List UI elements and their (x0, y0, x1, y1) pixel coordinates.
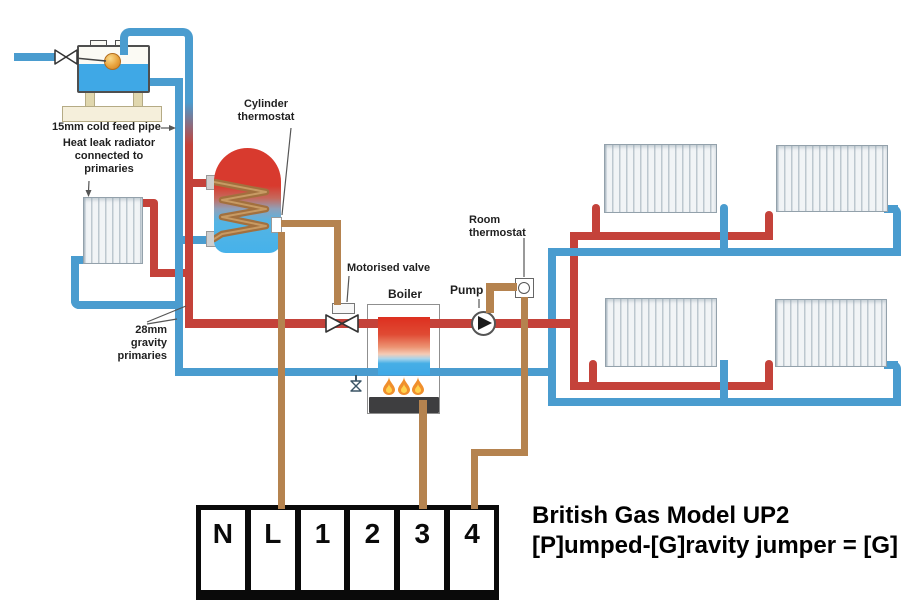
heating-coil (210, 178, 270, 243)
drain-cock-icon (350, 380, 362, 392)
flow-pipe-heatleak-stub (138, 199, 154, 207)
label-text: Motorised valve (347, 262, 431, 274)
terminal-label: 1 (314, 518, 331, 549)
return-stub-rad-top-right (884, 205, 898, 213)
wire-pump-to-roomstat (486, 283, 517, 291)
wire-boiler-to-terminal-3 (419, 400, 427, 509)
radiator-top-right (776, 145, 888, 212)
motorised-valve-actuator (332, 303, 355, 314)
wire-cylstat-to-valve-drop (334, 220, 341, 305)
hot-water-cylinder (210, 148, 281, 253)
cold-feed-tank-exit (148, 78, 183, 86)
wire-roomstat-jog (471, 449, 528, 456)
label-motorised-valve: Motorised valve (347, 262, 430, 275)
terminal-label: L (264, 518, 282, 549)
label-text: Room (469, 214, 501, 226)
flame-icon (383, 377, 395, 395)
heat-leak-radiator (83, 197, 143, 264)
pump-direction-icon (478, 316, 492, 330)
label-text: thermostat (469, 227, 526, 239)
flow-riser-rad-top-left (592, 204, 600, 240)
flow-riser-rad-bottom-right (765, 360, 773, 390)
label-pump: Pump (450, 284, 483, 297)
flow-pipe-right-riser (570, 232, 578, 390)
wire-cylstat-to-terminal-L (278, 232, 285, 509)
pointer-heat-leak (87, 180, 90, 192)
float-ball (104, 53, 121, 70)
label-heat-leak: Heat leak radiator connected to primarie… (56, 137, 162, 176)
label-cold-feed: 15mm cold feed pipe (52, 121, 161, 134)
flow-pipe-bottom-run (570, 382, 770, 390)
cold-feed-down-pipe (175, 78, 183, 376)
flame-icon (398, 377, 410, 395)
label-room-thermostat: Room thermostat (469, 214, 526, 240)
label-text: connected to (74, 150, 144, 162)
label-text: primaries (117, 350, 167, 362)
return-heatleak-run (71, 301, 183, 309)
terminal-cell-L: L (250, 510, 295, 590)
caption-line1: British Gas Model UP2 (532, 502, 790, 529)
label-cylinder-thermostat: Cylinder thermostat (229, 98, 303, 124)
return-cylinder-tee (175, 236, 214, 244)
wire-pump-riser (486, 283, 494, 313)
label-text: primaries (84, 163, 134, 175)
label-gravity-primaries: 28mm gravity primaries (105, 324, 167, 363)
return-corner-rad-bottom-right (893, 361, 901, 406)
label-text: 15mm cold feed pipe (52, 121, 161, 133)
label-text: gravity (130, 337, 167, 349)
wire-to-terminal-4 (471, 449, 478, 509)
terminal-cell-1: 1 (300, 510, 345, 590)
return-riser-rad-top-left (720, 204, 728, 256)
flow-riser-rad-bottom-left (589, 360, 597, 390)
flow-pipe-top-run (570, 232, 770, 240)
wire-cylstat-to-valve-horizontal (281, 220, 341, 227)
boiler-heat-exchanger (378, 317, 430, 375)
label-text: Heat leak radiator (62, 137, 156, 149)
radiator-top-left (604, 144, 717, 213)
label-text: 28mm (135, 324, 167, 336)
caption-line2: [P]umped-[G]ravity jumper = [G] (532, 532, 899, 559)
label-text: thermostat (237, 111, 295, 123)
flow-riser-rad-top-right (765, 211, 773, 240)
flow-pipe-heatleak-run (150, 269, 193, 277)
terminal-cell-4: 4 (450, 510, 494, 590)
terminal-block: N L 1 2 3 4 (196, 505, 499, 600)
terminal-cell-N: N (201, 510, 245, 590)
return-corner-rad-top-right (893, 205, 901, 256)
vent-pipe-vertical (185, 50, 193, 328)
return-stub-rad-bottom-right (884, 361, 898, 369)
wire-roomstat-drop (521, 297, 528, 456)
return-heatleak-drop (71, 256, 79, 309)
stop-valve-icon (54, 49, 78, 65)
cistern-platform (62, 106, 162, 122)
pointer-cylinder-thermostat (281, 127, 292, 216)
room-thermostat-dial (518, 282, 530, 294)
return-riser-rad-bottom-left (720, 360, 728, 406)
terminal-cell-3: 3 (400, 510, 445, 590)
terminal-label: 3 (414, 518, 431, 549)
terminal-cell-2: 2 (350, 510, 395, 590)
flow-pipe-heatleak-drop (150, 199, 158, 277)
terminal-label: N (212, 518, 234, 549)
boiler-burner (369, 397, 439, 413)
return-main (175, 368, 556, 376)
label-text: Pump (450, 283, 484, 297)
label-boiler: Boiler (388, 288, 422, 301)
terminal-label: 4 (464, 518, 480, 549)
radiator-bottom-left (605, 298, 717, 367)
flame-icon (412, 377, 424, 395)
vent-pipe-over-cistern (120, 28, 193, 55)
label-text: Cylinder (243, 98, 288, 110)
terminal-label: 2 (364, 518, 381, 549)
label-text: Boiler (388, 287, 423, 301)
pointer-heat-leak-arrow (85, 190, 92, 197)
cold-supply-pipe (14, 53, 58, 61)
radiator-bottom-right (775, 299, 887, 367)
caption: British Gas Model UP2 [P]umped-[G]ravity… (532, 501, 898, 561)
pointer-motorised-valve (346, 275, 350, 303)
flow-pipe-cylinder-stub (185, 179, 214, 187)
